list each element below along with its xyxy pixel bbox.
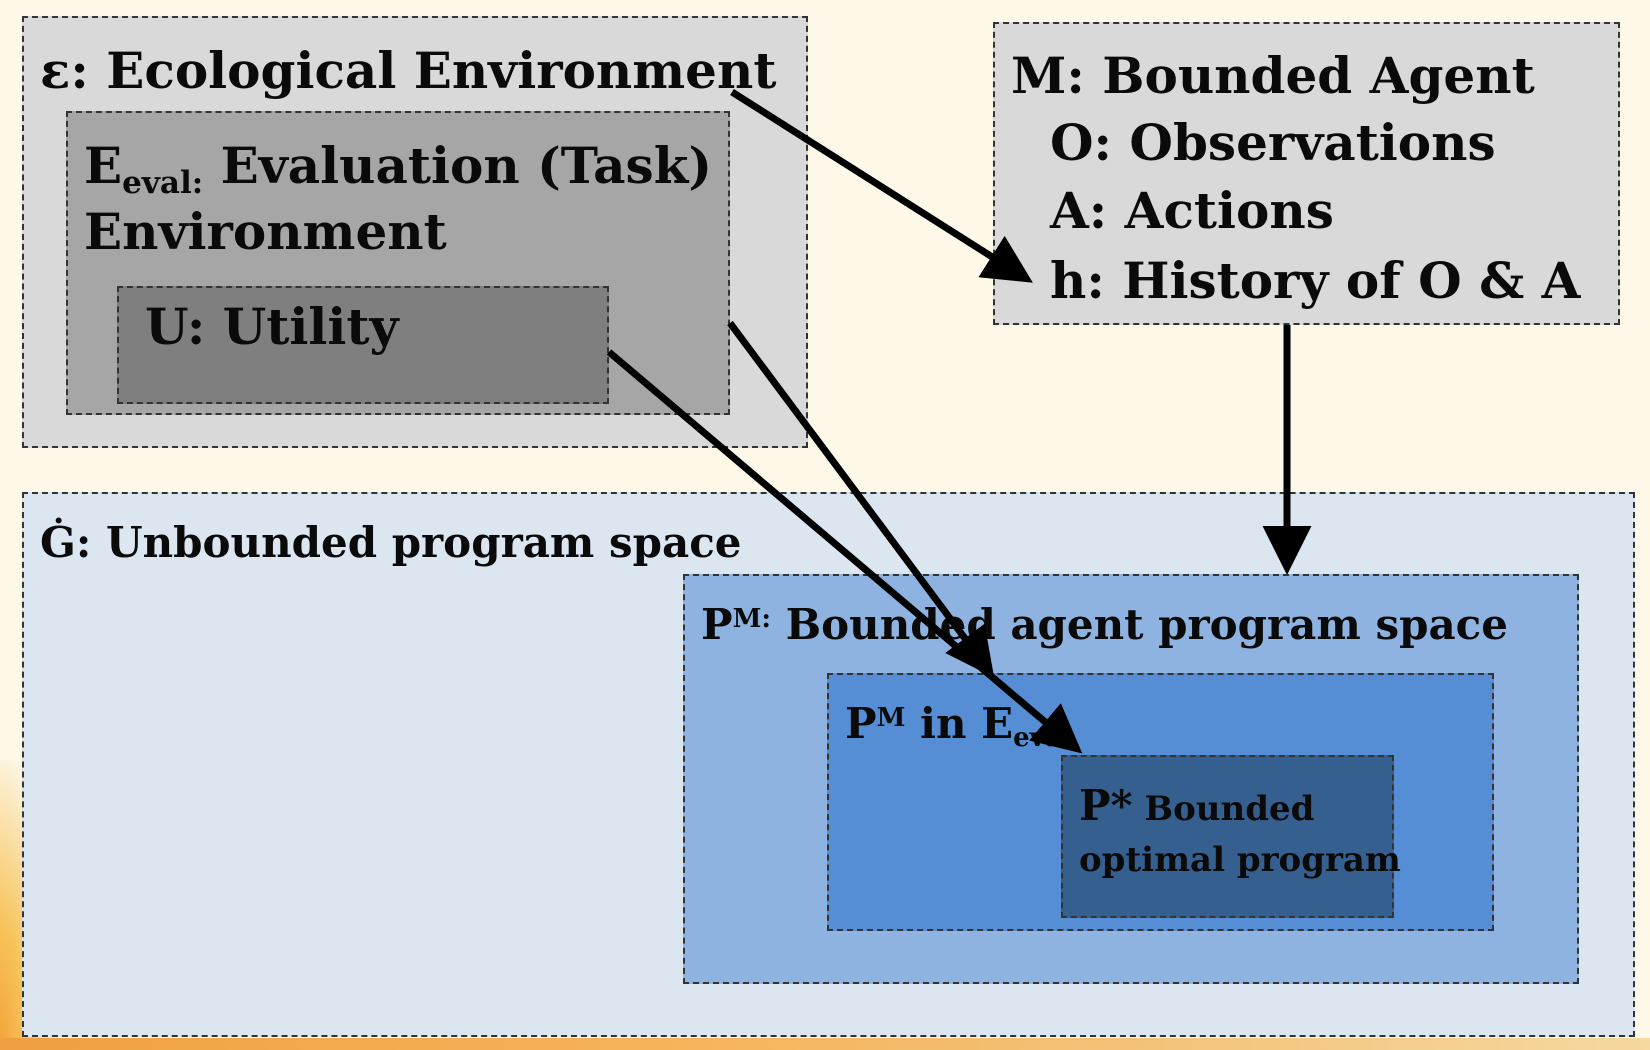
unbounded-program-space-label: Ġ: Unbounded program space bbox=[40, 518, 742, 567]
bounded-agent-box: M: Bounded Agent O: Observations A: Acti… bbox=[993, 22, 1620, 325]
bottom-accent-bar bbox=[0, 1038, 1650, 1050]
optimal-program-box: P* Bounded optimal program bbox=[1061, 755, 1401, 918]
evaluation-environment-label-line2: Environment bbox=[84, 202, 447, 261]
utility-label: U: Utility bbox=[145, 297, 399, 356]
evaluation-environment-label: Eeval: Evaluation (Task) bbox=[84, 136, 713, 201]
pm-in-eval-label: PM in Eeval bbox=[845, 699, 1072, 754]
utility-box: U: Utility bbox=[117, 286, 609, 404]
bounded-agent-program-space-label: PM: Bounded agent program space bbox=[701, 600, 1508, 649]
actions-label: A: Actions bbox=[1050, 181, 1334, 240]
bounded-agent-title: M: Bounded Agent bbox=[1011, 46, 1535, 105]
history-label: h: History of O & A bbox=[1050, 251, 1581, 310]
observations-label: O: Observations bbox=[1050, 113, 1496, 172]
optimal-program-label: P* Bounded bbox=[1079, 781, 1315, 830]
optimal-program-label-line2: optimal program bbox=[1079, 840, 1401, 880]
ecological-environment-label: ε: Ecological Environment bbox=[40, 41, 777, 100]
